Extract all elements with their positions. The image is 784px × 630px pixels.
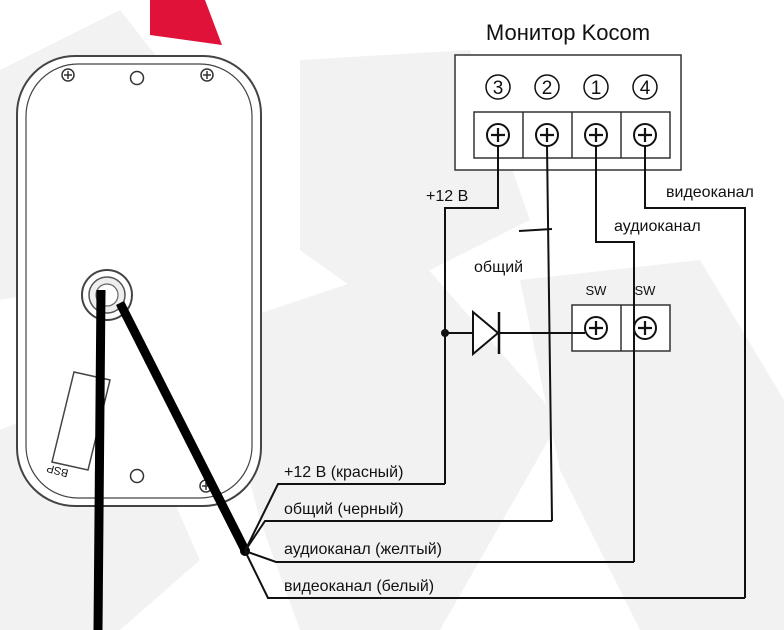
wire-video-lead bbox=[244, 550, 745, 599]
wire-12v-lead bbox=[244, 483, 445, 552]
wiring bbox=[444, 145, 746, 598]
sw-label-left: SW bbox=[586, 283, 608, 298]
cable-to-junction bbox=[115, 300, 251, 555]
sw-screw-right bbox=[633, 316, 657, 340]
camera-marking: BSP bbox=[45, 462, 69, 479]
diode-symbol bbox=[472, 309, 501, 357]
node-dot bbox=[441, 329, 449, 337]
panel-inner bbox=[25, 63, 253, 499]
wire-label-common: общий (черный) bbox=[284, 501, 404, 518]
mount-hole-top bbox=[129, 70, 145, 86]
label-common: общий bbox=[474, 259, 523, 276]
monitor-block: Монитор Kocom 3 2 1 4 bbox=[454, 20, 682, 171]
label-audio: аудиоканал bbox=[614, 218, 701, 235]
sw-screw-left bbox=[584, 316, 608, 340]
svg-text:1: 1 bbox=[591, 78, 602, 99]
watermark-shape-3 bbox=[210, 260, 560, 630]
wire-label-audio: аудиоканал (желтый) bbox=[284, 541, 442, 558]
terminal-screw-4 bbox=[633, 123, 657, 147]
sw-block: SW SW bbox=[571, 283, 671, 352]
wire-label-12v: +12 В (красный) bbox=[284, 464, 403, 481]
pin-number-3: 3 bbox=[485, 74, 511, 100]
wire-audio bbox=[595, 146, 635, 562]
watermark-shape-4 bbox=[520, 260, 784, 630]
cable-trunk bbox=[93, 289, 106, 630]
wire-12v bbox=[444, 146, 499, 484]
terminal-screw-3 bbox=[486, 123, 510, 147]
screw-top-left bbox=[61, 68, 75, 82]
wire-audio-lead bbox=[244, 550, 634, 563]
wire-label-video: видеоканал (белый) bbox=[284, 578, 434, 595]
call-panel: BSP bbox=[16, 55, 262, 507]
wire-fanout bbox=[244, 483, 745, 599]
pin-number-1: 1 bbox=[583, 74, 609, 100]
svg-text:3: 3 bbox=[493, 78, 504, 99]
svg-text:4: 4 bbox=[640, 78, 651, 99]
wire-common-lead bbox=[244, 520, 552, 552]
pin-number-2: 2 bbox=[534, 74, 560, 100]
screw-top-right bbox=[200, 68, 214, 82]
label-video: видеоканал bbox=[666, 184, 754, 201]
label-12v: +12 В bbox=[426, 188, 468, 205]
watermark-accent bbox=[150, 0, 222, 45]
monitor-title: Монитор Kocom bbox=[486, 20, 650, 45]
panel-outer bbox=[16, 55, 262, 507]
sw-label-right: SW bbox=[635, 283, 657, 298]
mount-hole-bottom bbox=[129, 468, 145, 484]
wire-video bbox=[644, 146, 746, 598]
pin-number-4: 4 bbox=[632, 74, 658, 100]
terminal-screw-2 bbox=[535, 123, 559, 147]
common-label-leader bbox=[518, 228, 553, 232]
terminal-screw-1 bbox=[584, 123, 608, 147]
svg-text:2: 2 bbox=[542, 78, 553, 99]
